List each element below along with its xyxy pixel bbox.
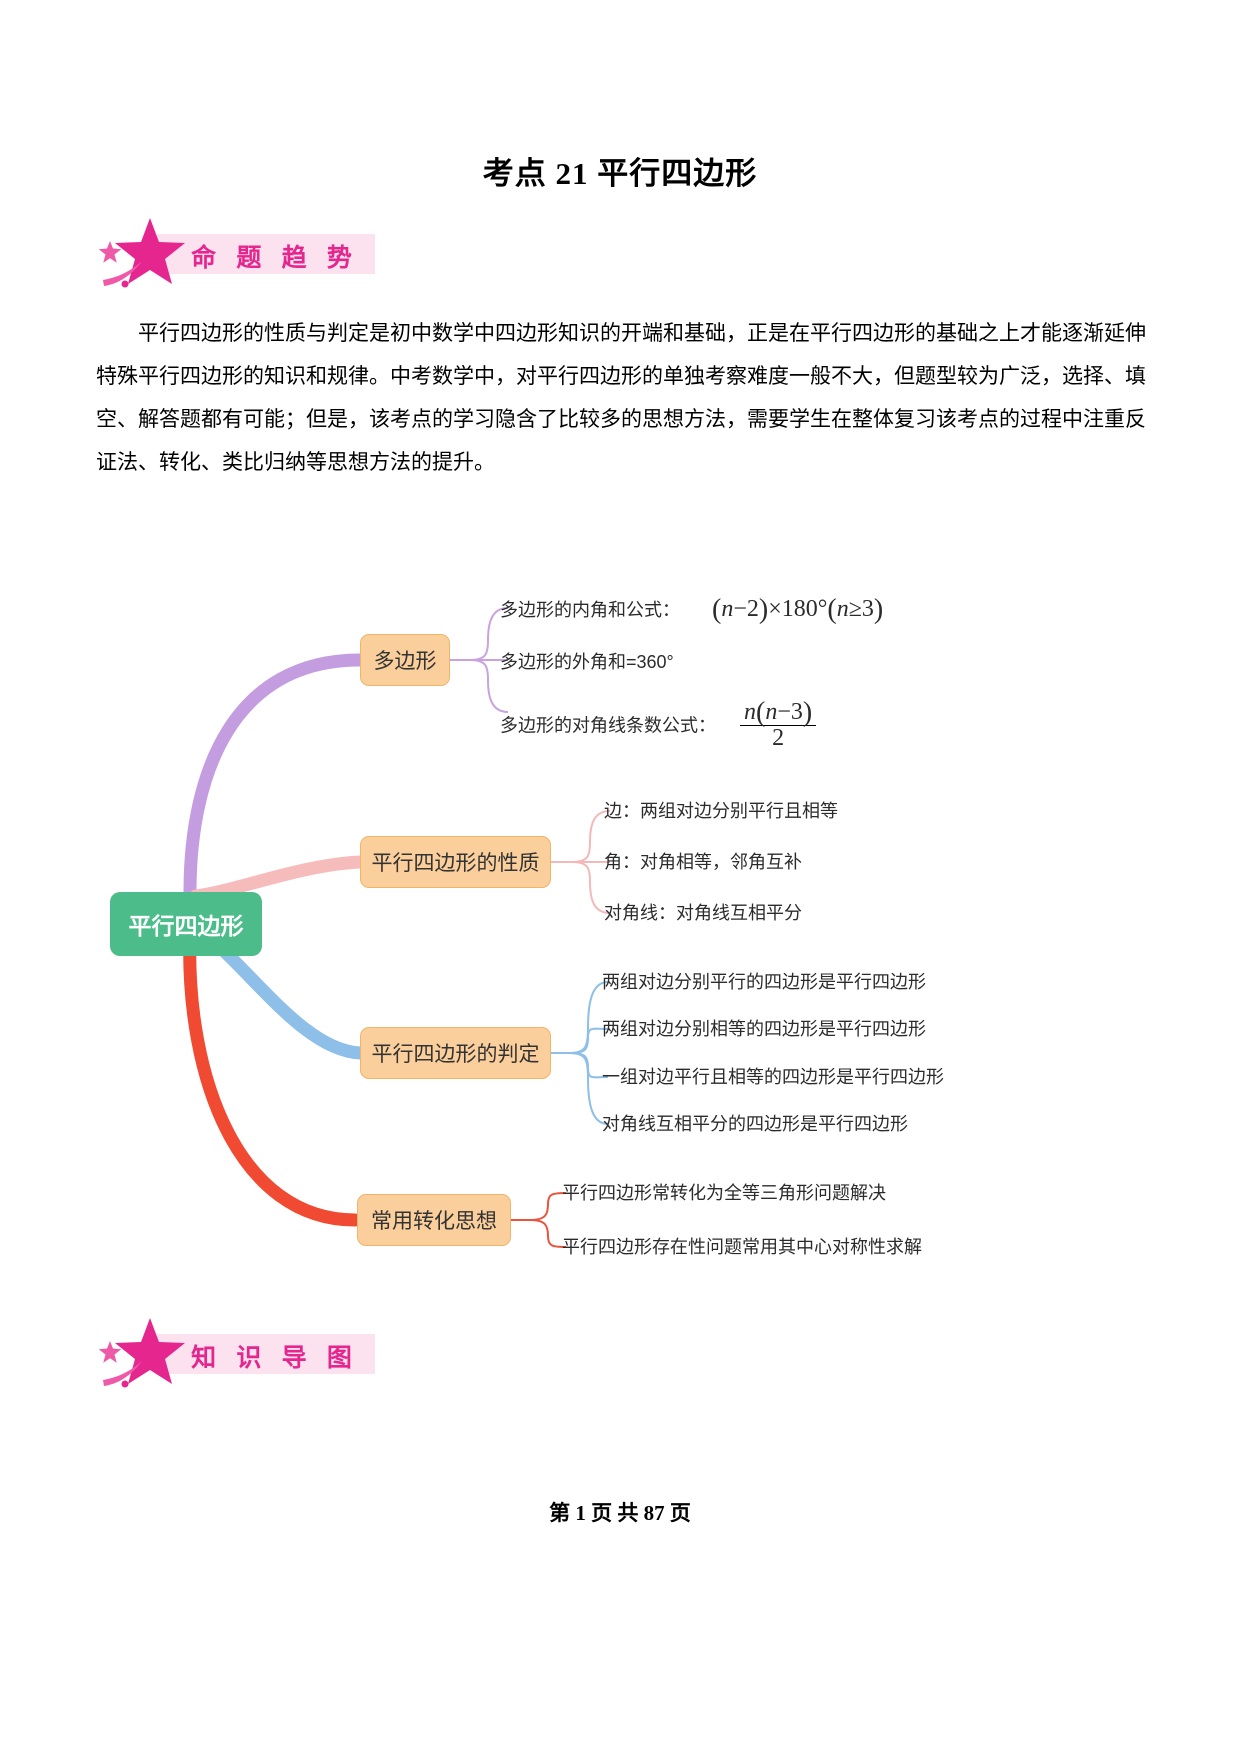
trend-paragraph: 平行四边形的性质与判定是初中数学中四边形知识的开端和基础，正是在平行四边形的基础… <box>96 321 1146 474</box>
mindmap-branch-properties[interactable]: 平行四边形的性质 <box>360 836 551 888</box>
star-icon <box>98 218 185 288</box>
mindmap: 平行四边形 多边形 多边形的内角和公式： (n−2)×180°(n≥3) 多边形… <box>0 560 1240 1300</box>
mindmap-branch-label: 平行四边形的性质 <box>371 852 540 875</box>
leaf-text: 多边形的内角和公式： <box>500 600 680 620</box>
badge-background <box>157 234 375 274</box>
mindmap-branch-label: 常用转化思想 <box>371 1210 497 1233</box>
badge-label: 知 识 导 图 <box>191 1345 359 1372</box>
mindmap-leaf-properties-angles: 角：对角相等，邻角互补 <box>604 852 802 872</box>
mindmap-branch-label: 多边形 <box>373 650 437 673</box>
page-footer: 第 1 页 共 87 页 <box>549 1501 691 1525</box>
mindmap-root-node[interactable]: 平行四边形 <box>110 892 262 956</box>
mindmap-branch-polygon[interactable]: 多边形 <box>360 634 450 686</box>
mindmap-leaf-criteria-3: 一组对边平行且相等的四边形是平行四边形 <box>602 1067 944 1087</box>
leaf-text: 多边形的对角线条数公式： <box>500 715 716 736</box>
mindmap-branch-criteria[interactable]: 平行四边形的判定 <box>360 1027 551 1079</box>
mindmap-leaf-polygon-diagonal: 多边形的对角线条数公式： n(n−3) 2 <box>500 699 817 751</box>
page-title: 考点 21 平行四边形 <box>482 156 758 191</box>
mindmap-leaf-polygon-interior: 多边形的内角和公式： (n−2)×180°(n≥3) <box>500 594 884 625</box>
mindmap-branch-label: 平行四边形的判定 <box>371 1043 540 1066</box>
mindmap-leaf-transform-1: 平行四边形常转化为全等三角形问题解决 <box>562 1183 886 1203</box>
mindmap-leaf-transform-2: 平行四边形存在性问题常用其中心对称性求解 <box>562 1237 922 1257</box>
mindmap-branch-transform[interactable]: 常用转化思想 <box>357 1194 511 1246</box>
star-icon <box>98 1318 185 1388</box>
badge-label: 命 题 趋 势 <box>191 245 359 272</box>
mindmap-leaf-properties-diagonals: 对角线：对角线互相平分 <box>604 903 802 923</box>
mindmap-leaf-properties-sides: 边：两组对边分别平行且相等 <box>604 801 838 821</box>
mindmap-leaf-criteria-4: 对角线互相平分的四边形是平行四边形 <box>602 1114 908 1134</box>
leaf-text: 多边形的外角和=360° <box>500 652 674 672</box>
mindmap-root-label: 平行四边形 <box>128 913 244 939</box>
badge-background <box>157 1334 375 1374</box>
mindmap-leaf-criteria-1: 两组对边分别平行的四边形是平行四边形 <box>602 972 926 992</box>
mindmap-leaf-criteria-2: 两组对边分别相等的四边形是平行四边形 <box>602 1019 926 1039</box>
mindmap-leaf-polygon-exterior: 多边形的外角和=360° <box>500 651 674 673</box>
